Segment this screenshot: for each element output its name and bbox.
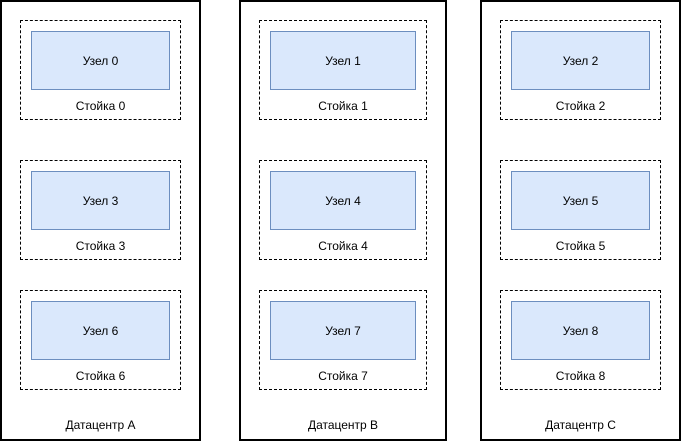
node: Узел 2 <box>511 31 650 90</box>
node-label: Узел 3 <box>82 193 119 208</box>
rack: Узел 5 Стойка 5 <box>500 160 661 260</box>
rack: Узел 8 Стойка 8 <box>500 290 661 390</box>
rack-label: Стойка 7 <box>318 369 368 383</box>
rack-label: Стойка 4 <box>318 239 368 253</box>
node: Узел 4 <box>270 171 416 230</box>
datacenter-a: Узел 0 Стойка 0 Узел 3 Стойка 3 Узел 6 С… <box>0 0 201 441</box>
node: Узел 8 <box>511 301 650 360</box>
rack: Узел 6 Стойка 6 <box>20 290 181 390</box>
node-label: Узел 2 <box>562 53 599 68</box>
node-label: Узел 6 <box>82 323 119 338</box>
node: Узел 6 <box>31 301 170 360</box>
rack: Узел 4 Стойка 4 <box>259 160 427 260</box>
rack: Узел 7 Стойка 7 <box>259 290 427 390</box>
rack-label: Стойка 1 <box>318 99 368 113</box>
datacenter-label: Датацентр B <box>307 418 379 432</box>
rack-label: Стойка 2 <box>555 99 606 113</box>
datacenter-label: Датацентр A <box>65 418 136 432</box>
node-label: Узел 7 <box>325 323 361 338</box>
node-label: Узел 4 <box>325 193 361 208</box>
rack: Узел 2 Стойка 2 <box>500 20 661 120</box>
rack-label: Стойка 8 <box>555 369 606 383</box>
rack: Узел 3 Стойка 3 <box>20 160 181 260</box>
node-label: Узел 5 <box>562 193 599 208</box>
datacenter-b: Узел 1 Стойка 1 Узел 4 Стойка 4 Узел 7 С… <box>239 0 447 441</box>
rack-label: Стойка 0 <box>75 99 126 113</box>
node: Узел 0 <box>31 31 170 90</box>
rack: Узел 1 Стойка 1 <box>259 20 427 120</box>
node: Узел 3 <box>31 171 170 230</box>
node: Узел 5 <box>511 171 650 230</box>
datacenter-c: Узел 2 Стойка 2 Узел 5 Стойка 5 Узел 8 С… <box>480 0 681 441</box>
node-label: Узел 1 <box>325 53 361 68</box>
rack-label: Стойка 6 <box>75 369 126 383</box>
node-label: Узел 8 <box>562 323 599 338</box>
rack-label: Стойка 3 <box>75 239 126 253</box>
node: Узел 1 <box>270 31 416 90</box>
node: Узел 7 <box>270 301 416 360</box>
rack-label: Стойка 5 <box>555 239 606 253</box>
node-label: Узел 0 <box>82 53 119 68</box>
rack: Узел 0 Стойка 0 <box>20 20 181 120</box>
datacenter-label: Датацентр C <box>545 418 616 432</box>
